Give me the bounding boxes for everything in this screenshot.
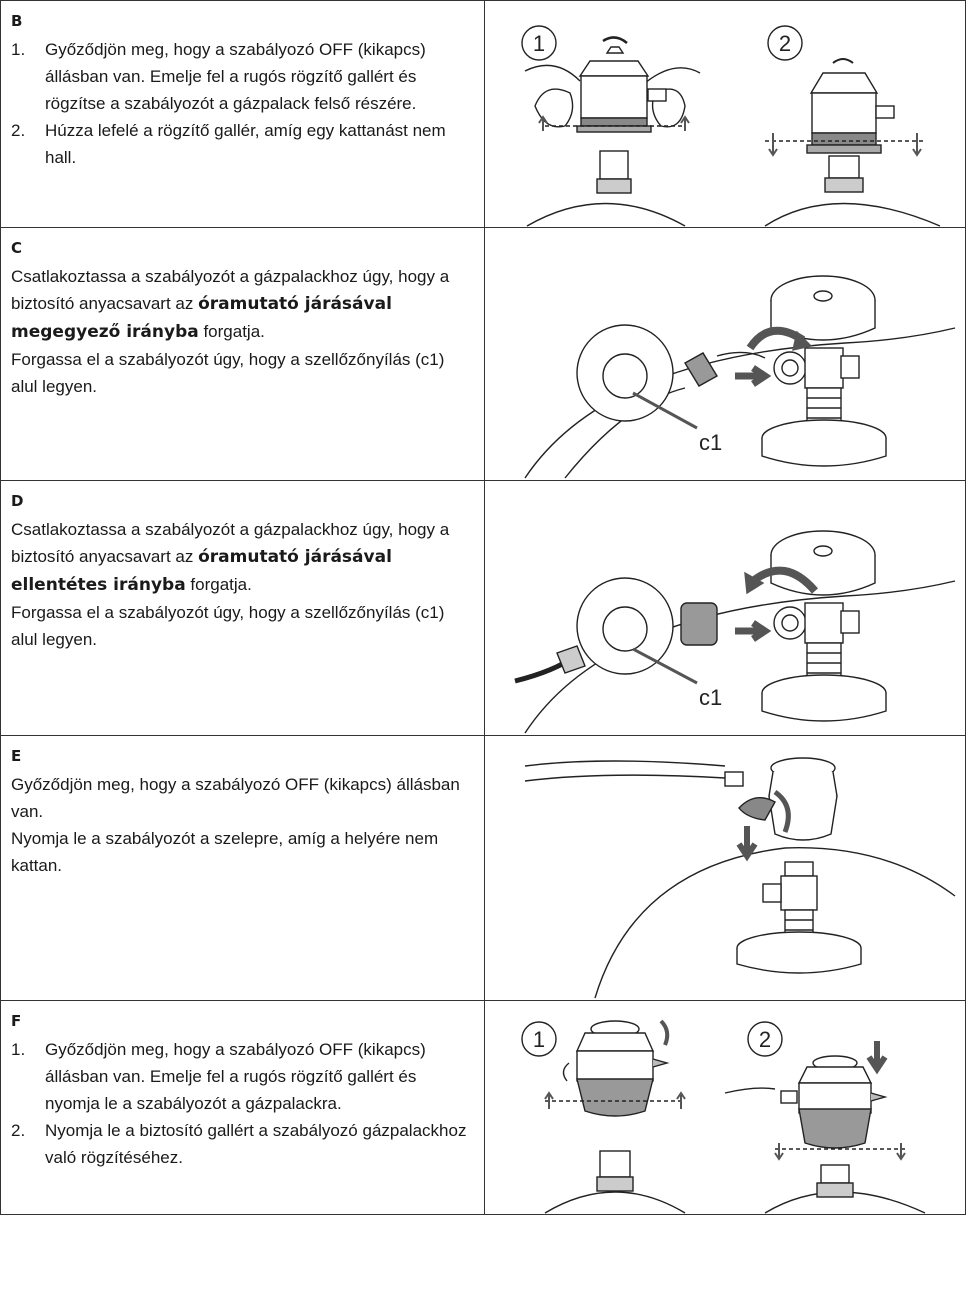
step-item: 2. Húzza lefelé a rögzítő gallér, amíg eg…	[11, 117, 474, 171]
instruction-text: forgatja.	[198, 322, 265, 341]
instruction-paragraph: Nyomja le a szabályozót a szelepre, amíg…	[11, 829, 439, 875]
section-e-figure-cell	[484, 735, 966, 1001]
step-item: 2. Nyomja le a biztosító gallért a szabál…	[11, 1117, 474, 1171]
instruction-paragraph: Csatlakoztassa a szabályozót a gázpalack…	[11, 263, 474, 346]
step-1-label: 1	[533, 1027, 545, 1052]
emphasis-text: óramutató járásával megegyező irányba	[11, 294, 392, 342]
instruction-text: Csatlakoztassa a szabályozót a gázpalack…	[11, 520, 450, 566]
step-text: Győződjön meg, hogy a szabályozó OFF (ki…	[45, 40, 426, 113]
section-c-text-cell: C Csatlakoztassa a szabályozót a gázpala…	[0, 227, 485, 481]
section-letter: D	[11, 492, 24, 510]
step-list: 1. Győződjön meg, hogy a szabályozó OFF (…	[11, 1036, 474, 1171]
step-2-illustration: 2	[764, 25, 941, 227]
step-2-label: 2	[779, 31, 791, 56]
section-f-text-cell: F 1. Győződjön meg, hogy a szabályozó OFF…	[0, 1000, 485, 1215]
step-number: 1.	[11, 1040, 26, 1059]
step-item: 1. Győződjön meg, hogy a szabályozó OFF (…	[11, 1036, 474, 1117]
step-2-illustration: 2	[724, 1021, 926, 1214]
step-number: 2.	[11, 1121, 26, 1140]
section-c-figure-cell: c1	[484, 227, 966, 481]
step-number: 2.	[11, 121, 26, 140]
step-2-badge	[767, 25, 803, 61]
collar-fix-illustration: 1 2	[521, 1019, 926, 1214]
step-text: Nyomja le a biztosító gallért a szabályo…	[45, 1121, 467, 1167]
step-item: 1. Győződjön meg, hogy a szabályozó OFF (…	[11, 36, 474, 117]
emphasis-text: óramutató járásával ellentétes irányba	[11, 547, 392, 595]
section-f-figure-cell: 1 2	[484, 1000, 966, 1215]
section-letter: B	[11, 12, 23, 30]
instruction-paragraph: Forgassa el a szabályozót úgy, hogy a sz…	[11, 603, 445, 649]
section-f: F 1. Győződjön meg, hogy a szabályozó OFF…	[0, 1000, 966, 1215]
instruction-text: Csatlakoztassa a szabályozót a gázpalack…	[11, 267, 450, 313]
vent-detail-magnifier	[576, 577, 674, 675]
instruction-paragraph: Forgassa el a szabályozót úgy, hogy a sz…	[11, 350, 445, 396]
instruction-table: B 1. Győződjön meg, hogy a szabályozó OFF…	[0, 0, 966, 1215]
section-b-figure-cell: 1	[484, 0, 966, 228]
vent-callout-label: c1	[699, 430, 722, 455]
step-text: Győződjön meg, hogy a szabályozó OFF (ki…	[45, 1040, 426, 1113]
section-d-text-cell: D Csatlakoztassa a szabályozót a gázpala…	[0, 480, 485, 736]
step-1-badge	[521, 25, 557, 61]
vent-callout-label: c1	[699, 685, 722, 710]
section-e: E Győződjön meg, hogy a szabályozó OFF (…	[0, 735, 966, 1001]
regulator-attach-illustration: 1	[521, 25, 941, 227]
section-letter: E	[11, 747, 22, 765]
instruction-text: forgatja.	[185, 575, 252, 594]
step-1-label: 1	[533, 31, 545, 56]
section-b: B 1. Győződjön meg, hogy a szabályozó OFF…	[0, 0, 966, 228]
step-2-badge	[747, 1021, 783, 1057]
section-d: D Csatlakoztassa a szabályozót a gázpala…	[0, 480, 966, 736]
counterclockwise-connection-illustration: c1	[514, 530, 956, 734]
section-c: C Csatlakoztassa a szabályozót a gázpala…	[0, 227, 966, 481]
section-letter: F	[11, 1012, 22, 1030]
instruction-paragraph: Győződjön meg, hogy a szabályozó OFF (ki…	[11, 775, 460, 821]
section-d-figure-cell: c1	[484, 480, 966, 736]
press-on-valve-illustration	[524, 757, 956, 999]
step-text: Húzza lefelé a rögzítő gallér, amíg egy …	[45, 121, 446, 167]
vent-detail-magnifier	[576, 324, 674, 422]
step-1-illustration: 1	[521, 1019, 686, 1214]
step-number: 1.	[11, 40, 26, 59]
section-b-text-cell: B 1. Győződjön meg, hogy a szabályozó OFF…	[0, 0, 485, 228]
clockwise-connection-illustration: c1	[524, 275, 956, 479]
section-e-text-cell: E Győződjön meg, hogy a szabályozó OFF (…	[0, 735, 485, 1001]
step-1-illustration: 1	[521, 25, 701, 227]
step-list: 1. Győződjön meg, hogy a szabályozó OFF (…	[11, 36, 474, 171]
instruction-paragraph: Csatlakoztassa a szabályozót a gázpalack…	[11, 516, 474, 599]
section-letter: C	[11, 239, 23, 257]
step-2-label: 2	[759, 1027, 771, 1052]
step-1-badge	[521, 1021, 557, 1057]
